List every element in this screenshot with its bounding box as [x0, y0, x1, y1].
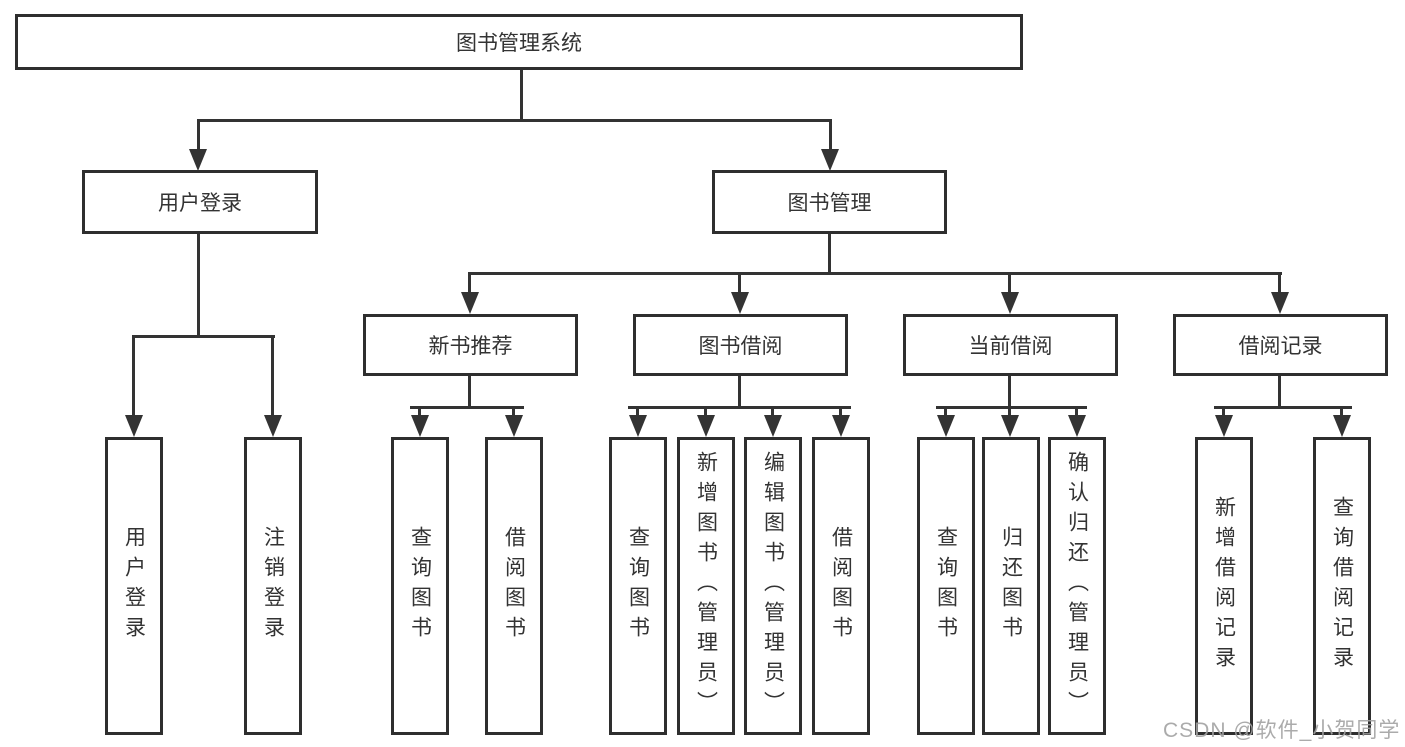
edge-book-mgmt-stem — [828, 234, 831, 275]
edge-records-arm-2 — [1340, 406, 1343, 418]
edge-user-login-stem — [197, 234, 200, 338]
arrowhead-current-confirm — [1068, 415, 1086, 437]
edge-user-login-arm-1 — [132, 335, 135, 421]
arrowhead-borrowing-query — [629, 415, 647, 437]
arrowhead-borrowing-borrow — [832, 415, 850, 437]
arrowhead-current-return — [1001, 415, 1019, 437]
edge-current-bar — [936, 406, 1087, 409]
edge-records-bar — [1214, 406, 1352, 409]
leaf-borrowing-borrow-books: 借阅图书 — [812, 437, 870, 735]
edge-recommend-arm-2 — [512, 406, 515, 418]
arrowhead-records-query — [1333, 415, 1351, 437]
edge-current-arm-2 — [1008, 406, 1011, 418]
edge-borrowing-arm-2 — [704, 406, 707, 418]
arrowhead-borrowing-edit — [764, 415, 782, 437]
arrowhead-current-borrowing — [1001, 292, 1019, 314]
edge-recommend-stem — [468, 376, 471, 409]
arrowhead-book-management — [821, 149, 839, 171]
node-current-borrowing: 当前借阅 — [903, 314, 1118, 376]
leaf-recommend-borrow-books: 借阅图书 — [485, 437, 543, 735]
leaf-borrowing-edit-books-admin: 编辑图书（管理员） — [744, 437, 802, 735]
edge-root-arm-right — [829, 119, 832, 153]
edge-records-stem — [1278, 376, 1281, 409]
leaf-borrowing-query-books: 查询图书 — [609, 437, 667, 735]
node-borrowing-records: 借阅记录 — [1173, 314, 1388, 376]
edge-records-arm-1 — [1222, 406, 1225, 418]
node-book-borrowing: 图书借阅 — [633, 314, 848, 376]
edge-borrowing-stem — [738, 376, 741, 409]
arrowhead-recommend-query — [411, 415, 429, 437]
edge-borrowing-arm-4 — [839, 406, 842, 418]
edge-book-mgmt-arm-2 — [738, 272, 741, 294]
node-user-login: 用户登录 — [82, 170, 318, 234]
node-library-system: 图书管理系统 — [15, 14, 1023, 70]
edge-recommend-arm-1 — [418, 406, 421, 418]
edge-borrowing-arm-1 — [636, 406, 639, 418]
edge-borrowing-bar — [628, 406, 851, 409]
arrowhead-new-book-recommend — [461, 292, 479, 314]
arrowhead-leaf-logout — [264, 415, 282, 437]
arrowhead-recommend-borrow — [505, 415, 523, 437]
edge-book-mgmt-arm-3 — [1008, 272, 1011, 294]
node-book-management: 图书管理 — [712, 170, 947, 234]
arrowhead-current-query — [937, 415, 955, 437]
edge-book-mgmt-arm-1 — [468, 272, 471, 294]
leaf-records-add-record: 新增借阅记录 — [1195, 437, 1253, 735]
arrowhead-leaf-user-login — [125, 415, 143, 437]
arrowhead-borrowing-records — [1271, 292, 1289, 314]
leaf-current-confirm-return-admin: 确认归还（管理员） — [1048, 437, 1106, 735]
edge-current-stem — [1008, 376, 1011, 409]
leaf-borrowing-add-books-admin: 新增图书（管理员） — [677, 437, 735, 735]
arrowhead-borrowing-add — [697, 415, 715, 437]
edge-user-login-arm-2 — [271, 335, 274, 421]
arrowhead-records-add — [1215, 415, 1233, 437]
leaf-records-query-record: 查询借阅记录 — [1313, 437, 1371, 735]
watermark-text: CSDN @软件_小贺同学 — [1163, 719, 1401, 742]
leaf-current-query-books: 查询图书 — [917, 437, 975, 735]
edge-root-arm-left — [197, 119, 200, 153]
edge-root-stem — [520, 70, 523, 122]
leaf-current-return-books: 归还图书 — [982, 437, 1040, 735]
edge-current-arm-3 — [1075, 406, 1078, 418]
leaf-logout: 注销登录 — [244, 437, 302, 735]
node-new-book-recommend: 新书推荐 — [363, 314, 578, 376]
edge-recommend-bar — [410, 406, 524, 409]
leaf-user-login: 用户登录 — [105, 437, 163, 735]
arrowhead-user-login — [189, 149, 207, 171]
edge-user-login-bar — [132, 335, 275, 338]
edge-root-bar — [197, 119, 832, 122]
edge-book-mgmt-arm-4 — [1278, 272, 1281, 294]
arrowhead-book-borrowing — [731, 292, 749, 314]
leaf-recommend-query-books: 查询图书 — [391, 437, 449, 735]
edge-current-arm-1 — [944, 406, 947, 418]
edge-borrowing-arm-3 — [771, 406, 774, 418]
edge-book-mgmt-bar — [468, 272, 1282, 275]
